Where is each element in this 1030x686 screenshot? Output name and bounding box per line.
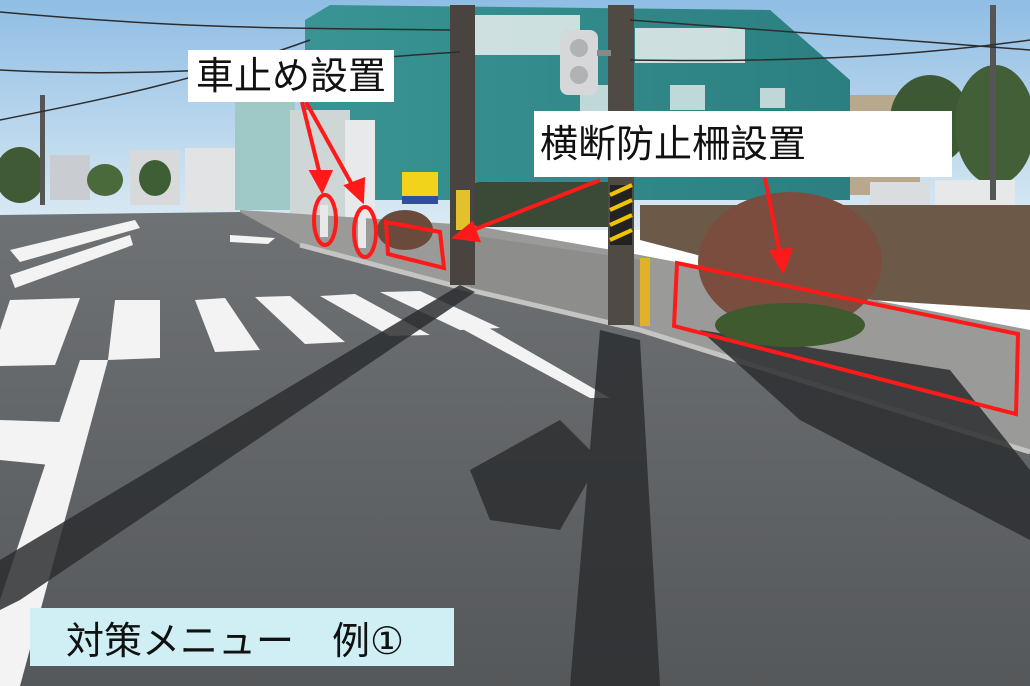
sidewalk — [240, 210, 1030, 450]
trees-left — [0, 147, 171, 203]
distant-buildings — [50, 100, 295, 210]
round-shrub — [698, 192, 882, 347]
fence-markers — [383, 219, 1021, 417]
car-stop-markers — [312, 193, 378, 259]
shadows — [0, 285, 1030, 686]
road-markings — [0, 220, 610, 686]
fence-label: 横断防止柵設置 — [534, 111, 952, 177]
annotation-arrows — [300, 101, 793, 275]
car-stop-bollards — [320, 205, 650, 326]
traffic-signal-icon — [560, 30, 611, 95]
caption: 対策メニュー 例① — [30, 608, 454, 666]
land-for-rent-sign — [402, 172, 438, 204]
car-stop-label: 車止め設置 — [188, 50, 395, 102]
small-shrub — [377, 210, 433, 250]
